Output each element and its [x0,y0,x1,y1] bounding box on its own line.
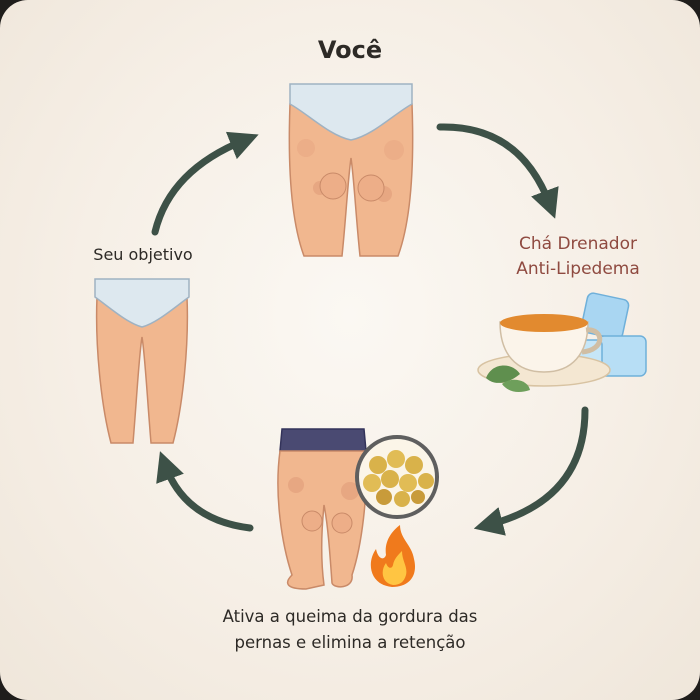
current-legs-illustration [288,83,414,257]
effect-caption: Ativa a queima da gordura das pernas e e… [160,604,540,656]
goal-title: Seu objetivo [93,245,193,264]
fat-cells-icon [355,435,439,519]
caption-line-2: pernas e elimina a retenção [234,633,466,652]
leaf-icon [486,365,530,392]
caption-line-1: Ativa a queima da gordura das [222,607,478,626]
arrow-left-top [151,131,259,236]
arrow-top-right [436,123,559,219]
tea-product-title: Chá Drenador Anti-Lipedema [478,232,678,282]
tea-title-line-2: Anti-Lipedema [516,259,640,279]
arrow-bottom-left [156,451,254,532]
flame-icon [370,525,416,587]
goal-legs-illustration [94,278,190,444]
arrow-right-bottom [473,406,589,536]
fat-burning-illustration [277,428,439,590]
voce-title: Você [317,36,383,64]
tea-title-line-1: Chá Drenador [518,234,637,254]
tea-illustration [477,292,647,392]
